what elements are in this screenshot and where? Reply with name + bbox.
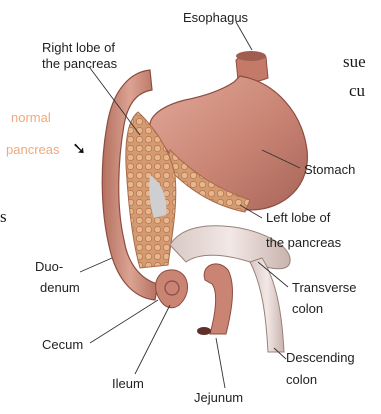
- esophagus-opening: [236, 51, 266, 61]
- label-stomach: Stomach: [304, 162, 355, 177]
- label-transverse-line2: colon: [292, 301, 323, 316]
- background-text-3: s: [0, 207, 7, 226]
- leader-duodenum: [80, 258, 112, 272]
- label-jejunum: Jejunum: [194, 390, 243, 405]
- leader-cecum: [90, 300, 158, 343]
- label-descending-line1: Descending: [286, 350, 355, 365]
- label-cecum: Cecum: [42, 337, 83, 352]
- label-left-lobe-line1: Left lobe of: [266, 210, 331, 225]
- label-right-lobe-line2: the pancreas: [42, 56, 118, 71]
- label-duodenum-line1: Duo-: [35, 259, 63, 274]
- label-right-lobe-line1: Right lobe of: [42, 40, 115, 55]
- label-ileum: Ileum: [112, 376, 144, 391]
- label-left-lobe-line2: the pancreas: [266, 235, 342, 250]
- descending-colon-shape: [250, 258, 284, 352]
- leader-jejunum: [216, 338, 225, 388]
- leader-ileum: [135, 305, 170, 374]
- label-duodenum-line2: denum: [40, 280, 80, 295]
- jejunum-shape: [204, 264, 232, 334]
- background-text-2: cu: [349, 81, 366, 100]
- annotation-pancreas: pancreas: [6, 142, 60, 157]
- cecum-shape: [156, 270, 188, 308]
- label-esophagus: Esophagus: [183, 10, 249, 25]
- annotation-arrow-icon: ➘: [72, 139, 86, 159]
- background-text-1: sue: [343, 52, 366, 71]
- leader-esophagus: [236, 22, 252, 50]
- label-transverse-line1: Transverse: [292, 280, 357, 295]
- label-descending-line2: colon: [286, 372, 317, 387]
- jejunum-opening: [197, 327, 211, 335]
- annotation-normal: normal: [11, 110, 51, 125]
